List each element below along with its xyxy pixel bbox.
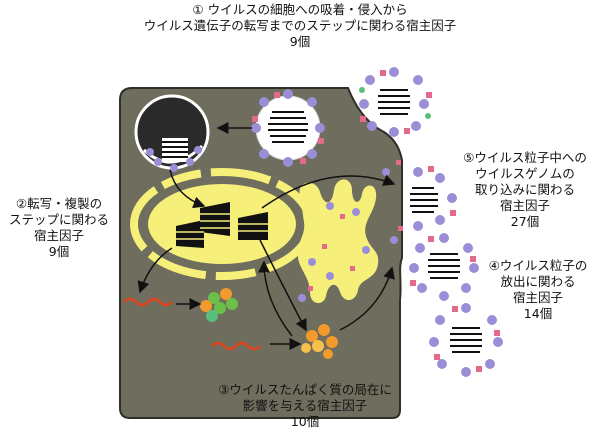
- membrane-proteins: [298, 160, 403, 302]
- process-arrows: [137, 122, 396, 350]
- label-step5: ⑤ウイルス粒子中への ウイルスゲノムの 取り込みに関わる 宿主因子 27個: [452, 150, 598, 230]
- arrow-uncoating: [169, 169, 206, 209]
- arrow-export-left: [137, 247, 173, 294]
- label-step4-line4: 14個: [523, 306, 553, 321]
- label-step2-line3: 宿主因子: [33, 228, 84, 243]
- arrow-export-right: [259, 239, 307, 332]
- label-step2: ②転写・複製の ステップに関わる 宿主因子 9個: [2, 196, 116, 260]
- arrow-to-nucleus: [258, 260, 293, 337]
- label-step2-line1: ②転写・複製の: [15, 196, 103, 211]
- label-step4-line3: 宿主因子: [512, 290, 563, 305]
- label-step3-line3: 10個: [290, 414, 320, 429]
- label-step5-line3: 取り込みに関わる: [474, 182, 575, 197]
- label-step2-line2: ステップに関わる: [8, 212, 109, 227]
- label-step5-line5: 27個: [510, 214, 540, 229]
- label-step3-line2: 影響を与える宿主因子: [242, 398, 368, 413]
- mrna-1: [123, 297, 173, 307]
- protein-cluster: [301, 324, 338, 359]
- label-step4-line1: ④ウイルス粒子の: [488, 258, 588, 273]
- label-step3-line1: ③ウイルスたんぱく質の局在に: [218, 382, 392, 397]
- ribosome-cluster: [200, 288, 238, 322]
- arrow-to-er: [339, 266, 395, 331]
- budding-virion-upper: [404, 166, 457, 231]
- rnp-segments: [176, 202, 268, 248]
- label-step5-line1: ⑤ウイルス粒子中への: [463, 150, 587, 165]
- mrna-2: [211, 341, 261, 351]
- releasing-virion: [404, 226, 484, 306]
- label-step1-line1: ① ウイルスの細胞への吸着・侵入から: [192, 2, 408, 17]
- label-step4: ④ウイルス粒子の 放出に関わる 宿主因子 14個: [480, 258, 596, 322]
- label-step3: ③ウイルスたんぱく質の局在に 影響を与える宿主因子 10個: [195, 382, 415, 430]
- label-step1-line3: 9個: [289, 34, 311, 49]
- entering-virion: [251, 89, 325, 167]
- endosome-virion: [146, 138, 202, 172]
- attaching-virion: [359, 67, 432, 137]
- label-step5-line4: 宿主因子: [499, 198, 550, 213]
- label-step1: ① ウイルスの細胞への吸着・侵入から ウイルス遺伝子の転写までのステップに関わる…: [110, 2, 490, 50]
- label-step1-line2: ウイルス遺伝子の転写までのステップに関わる宿主因子: [143, 18, 457, 33]
- label-step4-line2: 放出に関わる: [500, 274, 576, 289]
- released-virion: [429, 303, 503, 377]
- arrow-to-membrane: [261, 174, 396, 209]
- label-step2-line4: 9個: [48, 244, 70, 259]
- label-step5-line2: ウイルスゲノムの: [475, 166, 575, 181]
